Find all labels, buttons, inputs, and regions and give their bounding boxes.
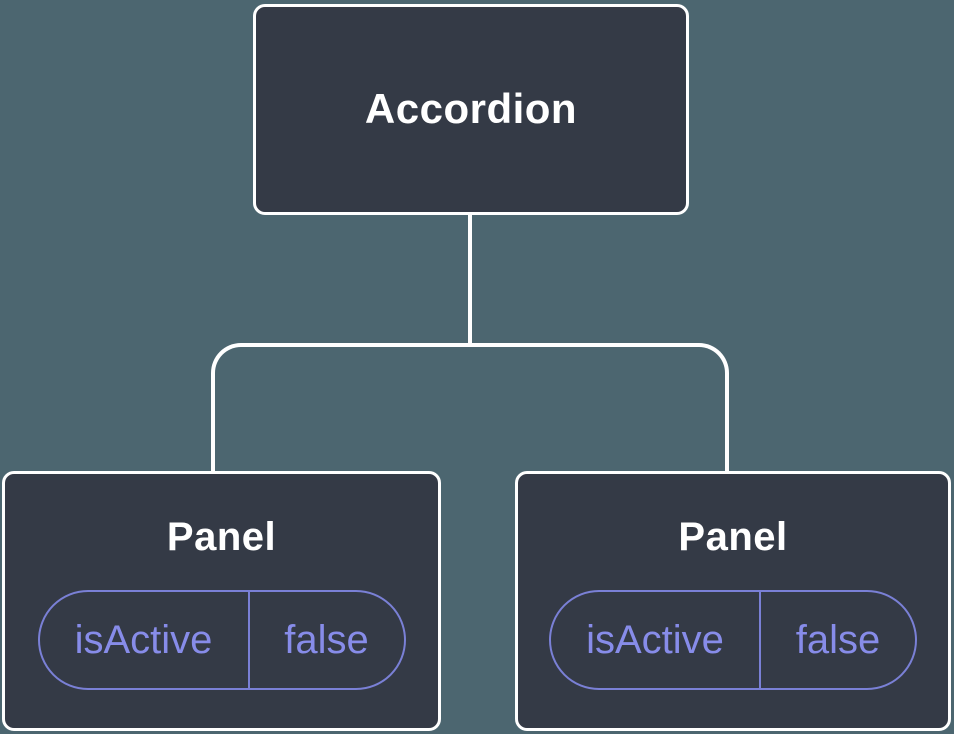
state-pill: isActive false [549,590,917,690]
state-value: false [284,617,369,662]
state-name: isActive [551,592,762,688]
panel-label: Panel [166,515,277,559]
accordion-label: Accordion [364,85,578,133]
state-pill: isActive false [37,590,406,690]
state-value: false [795,617,881,662]
connector-stem [468,213,472,347]
state-name: isActive [40,592,250,688]
connector-branch [211,343,729,472]
accordion-node: Accordion [253,4,689,215]
panel-node-left: Panel isActive false [2,471,441,731]
panel-label: Panel [678,515,788,559]
panel-node-right: Panel isActive false [515,471,951,731]
